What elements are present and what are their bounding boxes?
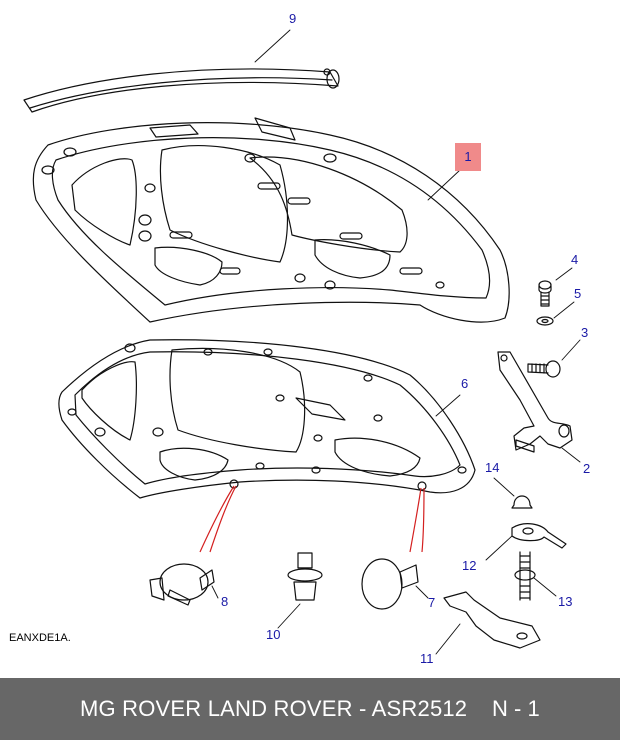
hinge-washer bbox=[536, 316, 554, 326]
callout-12[interactable]: 12 bbox=[462, 558, 477, 573]
bonnet-hinge bbox=[497, 351, 573, 453]
callout-13[interactable]: 13 bbox=[558, 594, 573, 609]
striker-plate bbox=[511, 523, 567, 549]
callout-9[interactable]: 9 bbox=[289, 11, 297, 26]
footer-bar: MG ROVER LAND ROVER - ASR2512 N - 1 bbox=[0, 678, 620, 740]
catch-bracket bbox=[443, 591, 541, 649]
callout-5[interactable]: 5 bbox=[574, 286, 582, 301]
footer-part-reference: MG ROVER LAND ROVER - ASR2512 bbox=[80, 696, 468, 721]
parts-diagram: 9 1 4 5 3 6 2 14 12 13 8 7 10 11 EANXDE1… bbox=[9, 11, 591, 666]
bonnet-exploded-view bbox=[23, 29, 581, 655]
bonnet-seal-strip bbox=[23, 68, 340, 113]
hinge-screw bbox=[538, 280, 552, 307]
adjuster-stud bbox=[514, 551, 536, 601]
callout-7[interactable]: 7 bbox=[428, 595, 436, 610]
callout-3[interactable]: 3 bbox=[581, 325, 589, 340]
push-fastener bbox=[287, 552, 323, 601]
trim-clip bbox=[149, 563, 215, 606]
red-leader-lines bbox=[199, 485, 425, 553]
callout-14[interactable]: 14 bbox=[485, 460, 500, 475]
callout-8[interactable]: 8 bbox=[221, 594, 229, 609]
callout-2[interactable]: 2 bbox=[583, 461, 591, 476]
callout-4[interactable]: 4 bbox=[571, 252, 579, 267]
bonnet-insulation-pad bbox=[58, 339, 476, 499]
callout-11[interactable]: 11 bbox=[420, 651, 434, 666]
footer-page-number: N - 1 bbox=[492, 696, 540, 721]
hinge-bolt bbox=[527, 360, 561, 378]
callout-6[interactable]: 6 bbox=[461, 376, 469, 391]
fir-tree-clip bbox=[361, 558, 419, 610]
callout-10[interactable]: 10 bbox=[266, 627, 281, 642]
drawing-code: EANXDE1A. bbox=[9, 632, 71, 644]
bonnet-panel bbox=[32, 117, 510, 323]
leader-lines bbox=[211, 29, 581, 655]
buffer-cap bbox=[511, 495, 533, 509]
callout-1[interactable]: 1 bbox=[455, 143, 481, 171]
